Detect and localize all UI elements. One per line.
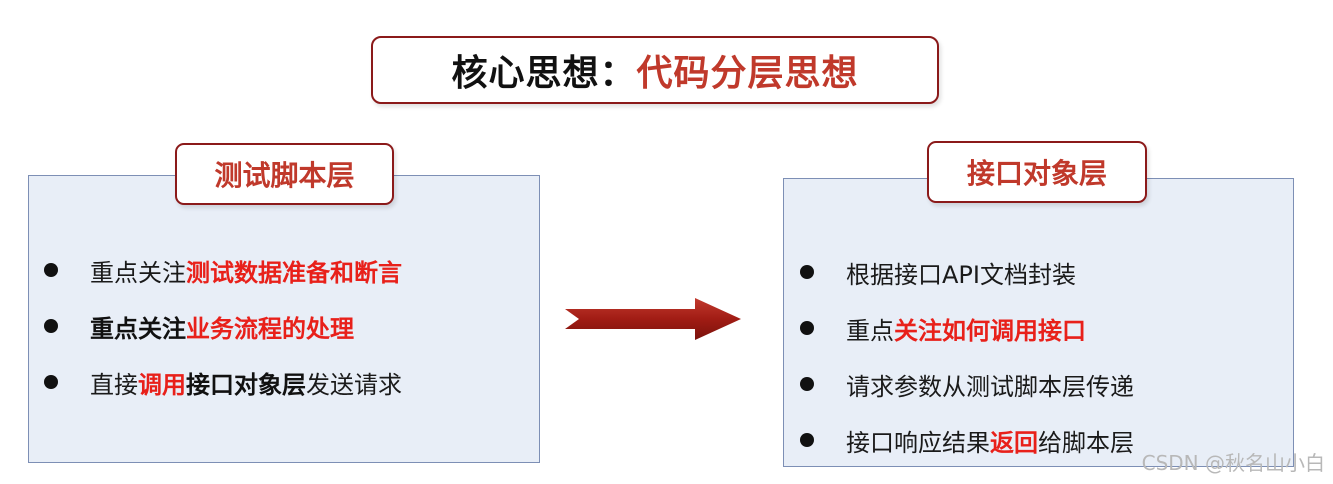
test-script-layer-list: 重点关注测试数据准备和断言 重点关注业务流程的处理 直接调用接口对象层发送请求	[44, 242, 402, 410]
item-highlight: 返回	[990, 428, 1038, 457]
item-highlight: 测试数据准备和断言	[186, 258, 402, 287]
bullet-icon	[44, 375, 58, 389]
bullet-icon	[800, 377, 814, 391]
bullet-icon	[800, 265, 814, 279]
test-script-layer-panel	[28, 175, 540, 463]
interface-object-layer-panel	[783, 178, 1294, 467]
item-highlight: 调用	[138, 370, 186, 399]
list-item: 根据接口API文档封装	[800, 244, 1134, 300]
item-text: 发送请求	[306, 370, 402, 399]
item-text: 请求参数从测试脚本层传递	[846, 372, 1134, 401]
list-item: 接口响应结果返回给脚本层	[800, 412, 1134, 468]
list-item: 重点关注测试数据准备和断言	[44, 242, 402, 298]
interface-object-layer-label: 接口对象层	[927, 141, 1147, 203]
item-text: 直接	[90, 370, 138, 399]
interface-object-layer-list: 根据接口API文档封装 重点关注如何调用接口 请求参数从测试脚本层传递 接口响应…	[800, 244, 1134, 468]
item-text: 接口响应结果	[846, 428, 990, 457]
item-text: 重点关注	[90, 314, 186, 343]
item-text: 根据接口API文档封装	[846, 260, 1076, 289]
bullet-icon	[44, 263, 58, 277]
title-box: 核心思想：代码分层思想	[371, 36, 939, 104]
item-highlight: 关注如何调用接口	[894, 316, 1086, 345]
item-text: 给脚本层	[1038, 428, 1134, 457]
bullet-icon	[800, 433, 814, 447]
list-item: 重点关注业务流程的处理	[44, 298, 402, 354]
item-text: 重点	[846, 316, 894, 345]
interface-object-layer-label-text: 接口对象层	[966, 157, 1107, 190]
bullet-icon	[800, 321, 814, 335]
right-arrow-icon	[565, 298, 741, 340]
test-script-layer-label: 测试脚本层	[175, 143, 394, 205]
watermark: CSDN @秋名山小白	[1141, 451, 1325, 475]
item-bold: 接口对象层	[186, 370, 306, 399]
bullet-icon	[44, 319, 58, 333]
list-item: 重点关注如何调用接口	[800, 300, 1134, 356]
list-item: 直接调用接口对象层发送请求	[44, 354, 402, 410]
item-highlight: 业务流程的处理	[186, 314, 354, 343]
item-text: 重点关注	[90, 258, 186, 287]
test-script-layer-label-text: 测试脚本层	[214, 159, 355, 192]
title-prefix: 核心思想：	[451, 53, 637, 94]
list-item: 请求参数从测试脚本层传递	[800, 356, 1134, 412]
title-accent: 代码分层思想	[636, 53, 859, 94]
